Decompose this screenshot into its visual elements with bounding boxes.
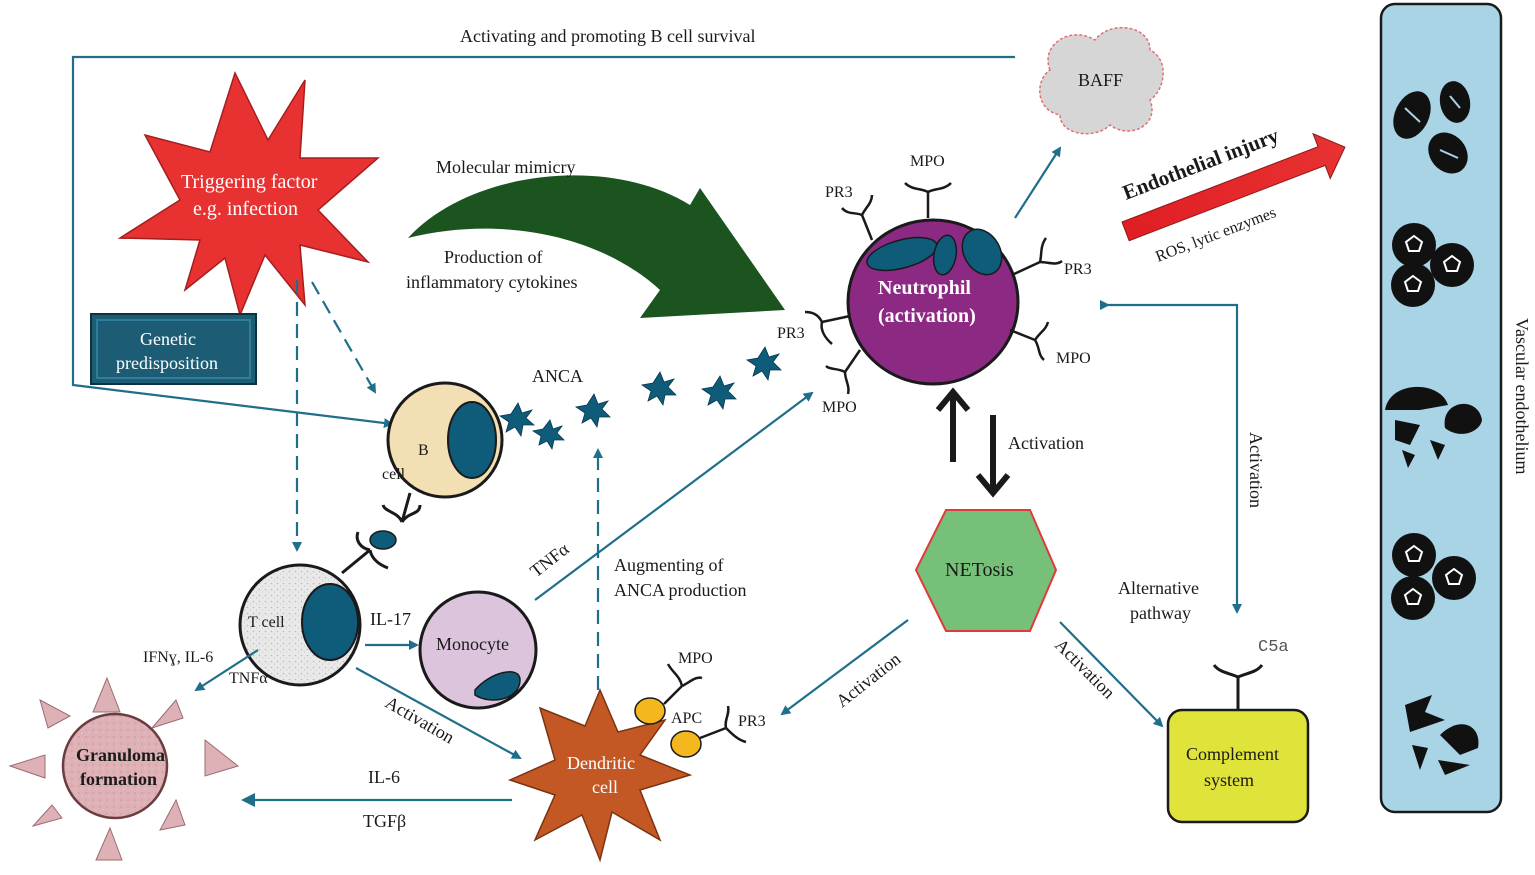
healthy-cells	[1393, 81, 1471, 174]
alternative-line2: pathway	[1130, 603, 1191, 623]
netosis-label: NETosis	[945, 559, 1014, 581]
pr3-dc-label: PR3	[738, 713, 766, 730]
granuloma-line2: formation	[80, 769, 157, 789]
c5a-receptor	[1212, 664, 1264, 710]
il17-label: IL-17	[370, 609, 411, 629]
b-cell-b: B	[418, 442, 429, 459]
t-cell-label: T cell	[248, 614, 285, 631]
tnf-t-label: TNFα	[229, 670, 268, 687]
tcell-to-granuloma-arrow	[194, 649, 259, 692]
tnf-mono-label: TNFα	[526, 538, 573, 581]
apc-label: APC	[671, 710, 702, 727]
granuloma-sun: Granuloma formation	[8, 676, 240, 861]
pr3-topleft-label: PR3	[825, 184, 853, 201]
ifn-il6-label: IFNɣ, IL-6	[143, 649, 213, 666]
c5a-label: C5a	[1258, 638, 1289, 657]
complement-line1: Complement	[1186, 744, 1279, 764]
genetic-predisposition-box: Genetic predisposition	[90, 313, 257, 385]
baff-cloud: BAFF	[1039, 26, 1164, 135]
damaged-cells	[1385, 386, 1482, 468]
anca-particles	[498, 346, 782, 451]
neutrophil-line1: Neutrophil	[878, 277, 971, 299]
monocyte-label: Monocyte	[436, 634, 509, 654]
feedback-loop	[71, 55, 1015, 428]
lysed-cells	[1405, 695, 1479, 775]
vascular-label: Vascular endothelium	[1512, 318, 1532, 474]
activation-net-comp-label: Activation	[1051, 635, 1119, 703]
cytokines-line1: Production of	[444, 247, 543, 267]
monocyte-to-neutrophil-arrow	[534, 391, 814, 601]
dendritic-line1: Dendritic	[567, 753, 635, 773]
tcell-to-dc-arrow	[355, 667, 522, 759]
pr3-right-label: PR3	[1064, 261, 1092, 278]
molecular-mimicry-label: Molecular mimicry	[436, 157, 575, 177]
b-cell: B cell	[382, 381, 504, 499]
complement-line2: system	[1204, 770, 1254, 790]
netosis-to-complement-arrow	[1059, 621, 1164, 728]
activation-t-dc-label: Activation	[382, 692, 458, 747]
neutrophil: Neutrophil (activation)	[846, 218, 1020, 386]
trigger-to-bcell-arrow	[311, 281, 376, 394]
complement-box: Complement system	[1166, 708, 1310, 824]
augmenting-line2: ANCA production	[614, 580, 747, 600]
neutrophil-line2: (activation)	[878, 305, 976, 327]
neutrophil-complement-arrow	[1100, 300, 1242, 614]
granuloma-line1: Granuloma	[76, 745, 165, 765]
t-cell: T cell	[238, 563, 362, 687]
mpo-top-label: MPO	[910, 153, 945, 170]
activated-cells-2	[1391, 533, 1476, 620]
dendritic-cell: Dendritic cell	[507, 688, 693, 863]
endothelial-injury-arrow	[1121, 132, 1346, 242]
neutrophil-netosis-arrows	[935, 387, 1011, 498]
monocyte: Monocyte	[418, 590, 538, 710]
genetic-line2: predisposition	[116, 353, 218, 373]
netosis-to-dc-arrow	[780, 619, 909, 716]
netosis-hexagon: NETosis	[914, 509, 1058, 632]
activation-netosis-label: Activation	[1008, 433, 1084, 453]
feedback-label: Activating and promoting B cell survival	[460, 26, 755, 46]
pr3-left-label: PR3	[777, 325, 805, 342]
baff-label: BAFF	[1078, 70, 1123, 90]
il6-label: IL-6	[368, 767, 400, 787]
tgfb-label: TGFβ	[363, 811, 406, 831]
genetic-line1: Genetic	[140, 329, 196, 349]
mpo-dc-label: MPO	[678, 650, 713, 667]
cytokines-line2: inflammatory cytokines	[406, 272, 577, 292]
neutrophil-receptors	[804, 182, 1063, 395]
activation-net-dc-label: Activation	[832, 649, 904, 712]
vascular-endothelium-panel	[1379, 2, 1503, 814]
alternative-line1: Alternative	[1118, 578, 1199, 598]
molecular-mimicry-arrow	[408, 175, 785, 318]
dendritic-line2: cell	[592, 777, 618, 797]
bt-receptor	[341, 492, 422, 575]
apc-complex: MPO APC PR3	[634, 650, 766, 758]
neutrophil-to-baff-arrow	[1014, 146, 1062, 219]
activated-cells-1	[1391, 223, 1474, 307]
b-cell-cell: cell	[382, 466, 406, 483]
augmenting-line1: Augmenting of	[614, 555, 724, 575]
antigen-blob	[369, 530, 397, 550]
trigger-line2: e.g. infection	[193, 198, 298, 220]
activation-right-label: Activation	[1246, 432, 1266, 508]
mpo-right-label: MPO	[1056, 350, 1091, 367]
mpo-bottomleft-label: MPO	[822, 399, 857, 416]
triggering-factor-star: Triggering factor e.g. infection	[117, 70, 381, 318]
trigger-line1: Triggering factor	[181, 171, 318, 193]
anca-label: ANCA	[532, 366, 583, 386]
